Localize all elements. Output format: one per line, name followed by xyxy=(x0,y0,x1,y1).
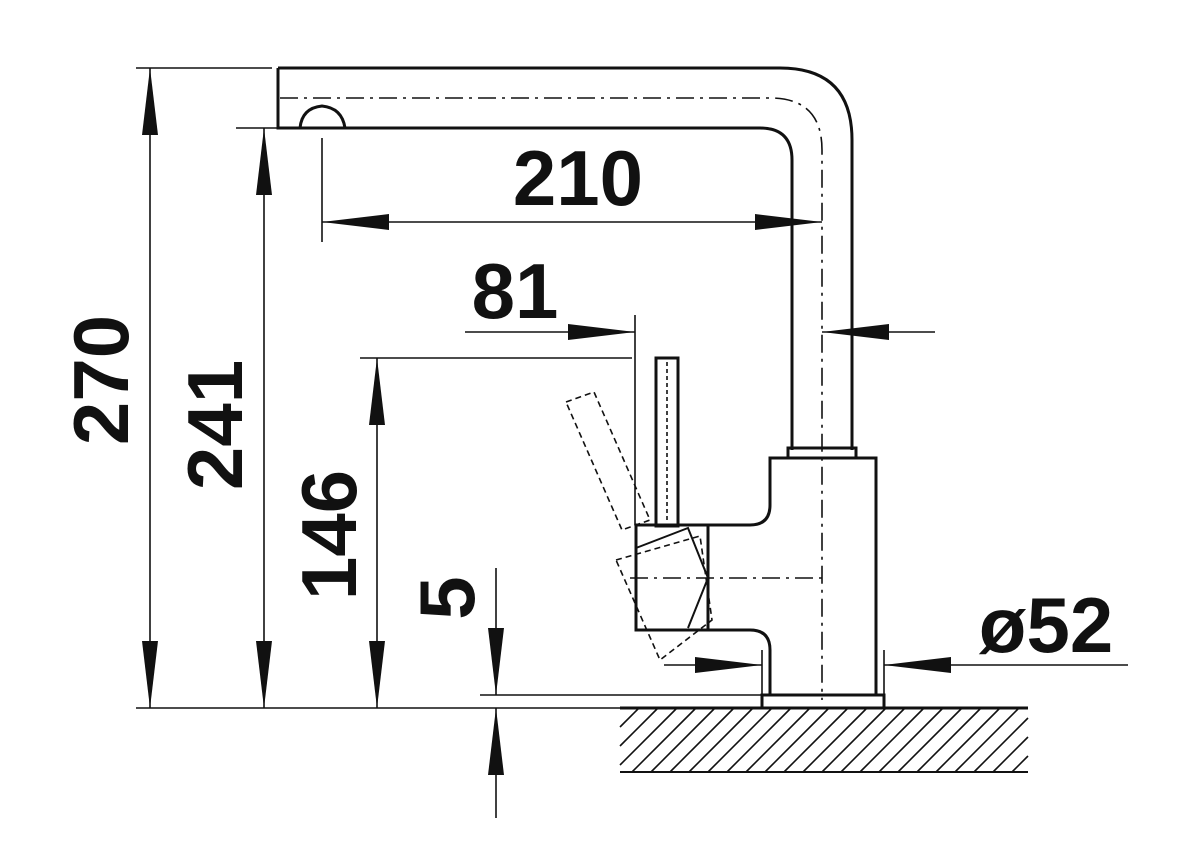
label-146: 146 xyxy=(285,470,373,600)
hatch-line xyxy=(821,707,887,773)
lever-handle xyxy=(654,356,680,528)
hatch-line xyxy=(745,707,811,773)
spout-outer-contour xyxy=(278,66,854,450)
hatch-line xyxy=(764,707,830,773)
arrow-81-left xyxy=(568,324,635,340)
hatch-line xyxy=(878,707,944,773)
hatch-line xyxy=(650,707,716,773)
arrow-81-right xyxy=(822,324,889,340)
hatch-line xyxy=(669,707,735,773)
hatch-line xyxy=(707,707,773,773)
cartridge-housing xyxy=(634,523,710,632)
hatch-line xyxy=(935,707,1001,773)
faucet-outline xyxy=(276,66,886,710)
hatch-line xyxy=(992,736,1029,773)
hatch-line xyxy=(619,707,640,728)
lever-alt-position xyxy=(564,390,652,532)
spout-inner-contour xyxy=(345,126,794,450)
hatch-line xyxy=(1011,755,1029,773)
arrow-5-top xyxy=(488,628,504,695)
dim-81: 81 xyxy=(465,247,935,525)
faucet-base xyxy=(760,693,886,710)
cartridge-inner xyxy=(635,526,710,629)
hatch-line xyxy=(802,707,868,773)
arrow-241-top xyxy=(256,128,272,195)
dim-210: 210 xyxy=(321,134,822,242)
arrow-241-bottom xyxy=(256,641,272,708)
label-52: ø52 xyxy=(979,581,1113,669)
hatch-line xyxy=(897,707,963,773)
arrow-52-left xyxy=(695,657,762,673)
dim-52: ø52 xyxy=(664,581,1128,673)
dim-5: 5 xyxy=(403,568,762,818)
hatch-line xyxy=(840,707,906,773)
arrow-146-top xyxy=(369,358,385,425)
arrow-210-left xyxy=(322,214,389,230)
hatch-line xyxy=(688,707,754,773)
countertop-hatching xyxy=(619,707,1029,773)
arrow-52-right xyxy=(884,657,951,673)
aerator xyxy=(298,104,347,130)
label-270: 270 xyxy=(57,315,145,445)
arrow-210-right xyxy=(755,214,822,230)
hatch-line xyxy=(726,707,792,773)
dim-146: 146 xyxy=(285,357,632,708)
cartridge-alt-position xyxy=(614,534,713,662)
label-81: 81 xyxy=(472,247,559,335)
hatch-line xyxy=(619,707,659,747)
arrow-5-bottom xyxy=(488,708,504,775)
arrow-270-top xyxy=(142,68,158,135)
hatch-line xyxy=(916,707,982,773)
countertop xyxy=(619,706,1029,773)
hatch-line xyxy=(954,707,1020,773)
dim-270: 270 xyxy=(57,67,620,709)
arrow-146-bottom xyxy=(369,641,385,708)
faucet-body xyxy=(706,456,878,697)
hatch-line xyxy=(619,707,678,766)
label-210: 210 xyxy=(513,134,643,222)
hatch-line xyxy=(859,707,925,773)
spout-centerline xyxy=(280,97,823,700)
label-5: 5 xyxy=(403,576,491,619)
hatch-line xyxy=(631,707,697,773)
dim-241: 241 xyxy=(171,127,300,708)
arrow-270-bottom xyxy=(142,641,158,708)
hatch-line xyxy=(973,717,1029,773)
label-241: 241 xyxy=(171,360,259,490)
hatch-line xyxy=(783,707,849,773)
